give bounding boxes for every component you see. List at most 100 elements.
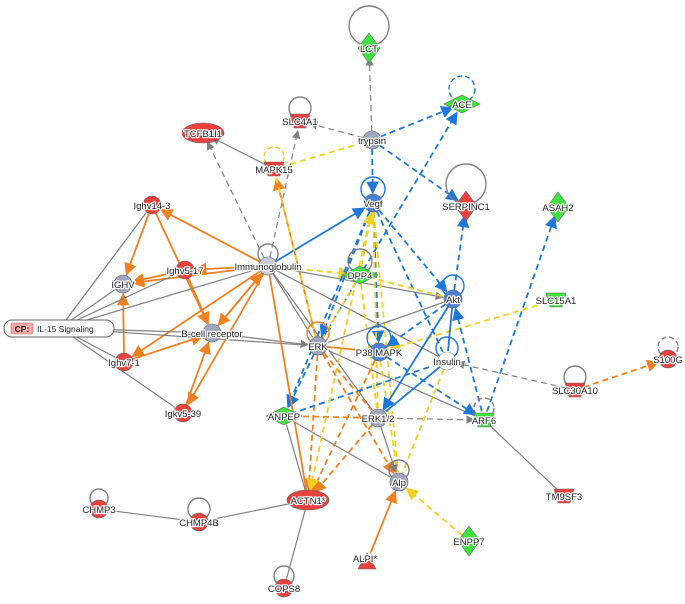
edge-b-cell-receptor-to-immunoglobulin (217, 272, 263, 327)
node-label-tm9sf3: TM9SF3 (546, 492, 582, 503)
node-p38-mapk[interactable]: P38 MAPK (355, 342, 404, 362)
node-alpi[interactable]: ALPI* (352, 552, 379, 570)
edge-vegf-to-erk (319, 211, 371, 338)
edge-anpep-to-actn1 (285, 424, 306, 491)
node-shape-cops8 (274, 578, 294, 598)
node-arf6[interactable]: ARF6 (471, 412, 497, 428)
edge-cp-to-ighv14-3 (59, 212, 147, 329)
self-loop-s100g (657, 336, 679, 358)
node-ace[interactable]: ACE (443, 94, 481, 114)
edge-dpp4-to-erk1-2 (360, 283, 378, 409)
edge-insulin-to-alp (401, 369, 445, 474)
node-immunoglobulin[interactable]: Immunoglobulin (233, 256, 303, 276)
node-label-ace: ACE (452, 100, 472, 111)
self-loops-layer (89, 5, 679, 587)
edge-dpp4-to-vegf (360, 211, 376, 267)
node-shape-vegf (363, 193, 383, 213)
edge-ighv5-17-to-b-cell-receptor (187, 277, 210, 325)
node-label-slc30a10: SLC30A10 (552, 386, 598, 397)
node-shape-actn1 (286, 489, 330, 511)
edge-akt-to-erk1-2 (382, 306, 449, 411)
node-label-alp: Alp (392, 478, 406, 489)
node-shape-alpi (357, 552, 377, 570)
node-lct[interactable]: LCT (357, 32, 381, 64)
node-alp[interactable]: Alp (389, 472, 409, 492)
node-label-ighv14-3: Ighv14-3 (134, 201, 171, 212)
edge-arf6-to-tm9sf3 (490, 425, 558, 490)
edge-immunoglobulin-to-ighv5-17 (193, 262, 260, 276)
node-label-dpp4: DPP4 (348, 271, 373, 282)
node-shape-ighv14-3 (142, 195, 162, 215)
node-label-actn1: ACTN1* (291, 496, 326, 507)
edge-erk1-2-to-alp (380, 426, 398, 474)
edge-mapk15-to-tcfb1i1 (211, 136, 267, 166)
node-vegf[interactable]: Vegf (362, 193, 384, 213)
node-erk1-2[interactable]: ERK1/2 (360, 408, 396, 428)
node-slc4a1[interactable]: SLC4A1 (281, 113, 319, 129)
node-s100g[interactable]: S100G (652, 349, 684, 369)
node-ighv14-3[interactable]: Ighv14-3 (132, 195, 172, 215)
node-shape-ighv5-17 (175, 260, 195, 280)
node-tm9sf3[interactable]: TM9SF3 (545, 488, 583, 504)
node-b-cell-receptor[interactable]: B-cell receptor (180, 323, 244, 343)
edge-erk-to-alp (321, 353, 395, 475)
edge-vegf-to-anpep (286, 210, 371, 408)
node-erk[interactable]: ERK (307, 336, 330, 356)
node-label-slc4a1: SLC4A1 (282, 117, 317, 128)
self-loop-arf6 (473, 397, 495, 419)
node-mapk15[interactable]: MAPK15 (254, 161, 294, 177)
node-label-igkv5-39: Igkv5-39 (165, 409, 201, 420)
node-asah2[interactable]: ASAH2 (541, 191, 575, 223)
node-label-akt: Akt (446, 295, 460, 306)
node-anpep[interactable]: ANPEP (265, 406, 303, 426)
self-loop-mapk15 (263, 146, 285, 168)
edge-p38-mapk-to-actn1 (311, 359, 376, 493)
canonical-pathway-box[interactable]: CP: IL-15 Signaling (3, 319, 115, 338)
node-shape-b-cell-receptor (202, 323, 222, 343)
node-tcfb1i1[interactable]: TCFB1I1 (181, 122, 225, 144)
node-dpp4[interactable]: DPP4 (341, 265, 379, 285)
edge-erk1-2-to-anpep (293, 415, 370, 419)
edge-chmp4b-to-actn1 (207, 501, 299, 521)
edges-layer (59, 57, 660, 579)
node-shape-ighv7-1 (114, 352, 134, 372)
node-shape-alp (389, 472, 409, 492)
node-slc30a10[interactable]: SLC30A10 (551, 382, 599, 398)
node-ighv[interactable]: IGHV (110, 274, 137, 294)
node-serpinc1[interactable]: SERPINC1 (441, 190, 491, 222)
edge-enpp7-to-alp (405, 487, 463, 536)
edge-erk-to-erk1-2 (323, 352, 373, 411)
edge-erk-to-akt (326, 301, 444, 344)
node-shape-tm9sf3 (553, 488, 575, 504)
edge-dpp4-to-akt (368, 276, 444, 298)
edge-vegf-to-alp (372, 211, 399, 473)
node-label-trypsin: trypsin (358, 136, 386, 147)
node-cops8[interactable]: COPS8 (267, 578, 301, 598)
node-chmp3[interactable]: CHMP3 (81, 499, 117, 519)
node-igkv5-39[interactable]: Igkv5-39 (164, 403, 202, 423)
node-shape-tcfb1i1 (181, 122, 225, 144)
node-label-vegf: Vegf (363, 199, 382, 210)
node-ighv7-1[interactable]: Ighv7-1 (107, 352, 141, 372)
node-trypsin[interactable]: trypsin (357, 130, 387, 150)
edge-erk-to-actn1 (303, 354, 319, 492)
node-slc15a1[interactable]: SLC15A1 (534, 292, 578, 308)
edge-akt-to-serpinc1 (453, 214, 470, 291)
node-insulin[interactable]: Insulin (432, 351, 462, 371)
node-label-enpp7: ENPP7 (453, 537, 484, 548)
node-actn1[interactable]: ACTN1* (286, 489, 330, 511)
node-ighv5-17[interactable]: Ighv5-17 (165, 260, 205, 280)
edge-alpi-to-alp (369, 490, 397, 554)
node-shape-akt (443, 289, 463, 309)
edge-immunoglobulin-to-actn1 (268, 274, 308, 491)
node-akt[interactable]: Akt (443, 289, 463, 309)
node-shape-anpep (265, 406, 303, 426)
node-chmp4b[interactable]: CHMP4B (178, 512, 220, 532)
node-shape-slc15a1 (545, 292, 567, 308)
node-enpp7[interactable]: ENPP7 (452, 525, 486, 557)
edge-immunoglobulin-to-dpp4 (276, 266, 352, 280)
edge-cp-to-ighv5-17 (59, 273, 177, 329)
node-label-asah2: ASAH2 (542, 203, 573, 214)
node-shape-asah2 (546, 191, 570, 223)
